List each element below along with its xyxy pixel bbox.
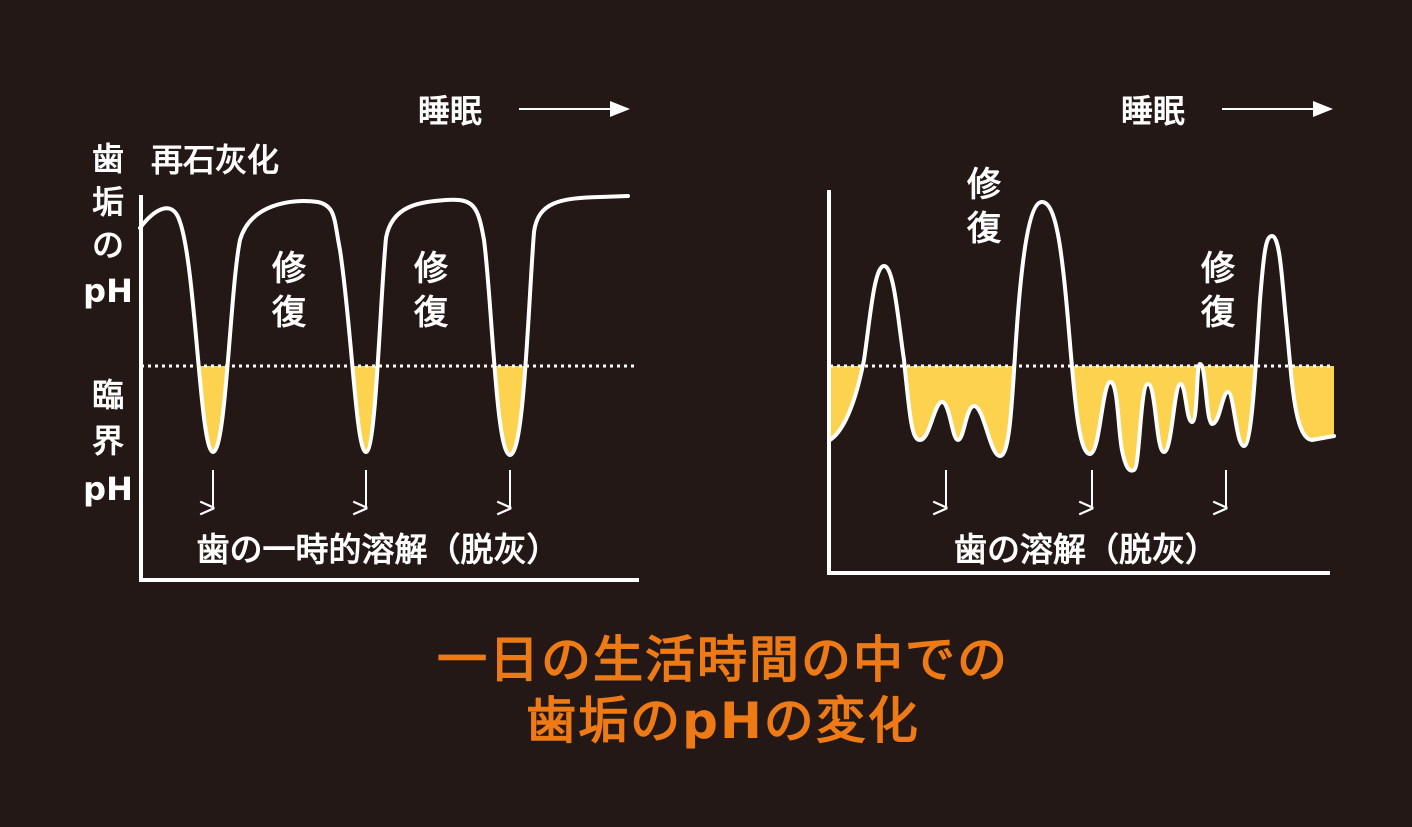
right-repair-label-2-char-1: 修	[1200, 249, 1236, 289]
right-repair-label-2: 修復	[1200, 249, 1236, 333]
critical-ph-char-1: 臨	[92, 376, 124, 414]
left-repair-label-1-char-2: 復	[271, 293, 307, 333]
right-repair-label-1-char-2: 復	[966, 209, 1002, 249]
temporary-dissolution-label: 歯の一時的溶解（脱灰）	[197, 530, 560, 569]
plaque-ph-char-1: 歯	[92, 140, 124, 178]
critical-ph-char-2: 界	[92, 422, 124, 460]
left-sleep-label: 睡眠	[418, 92, 482, 130]
right-ph-curve	[828, 200, 1336, 473]
dissolution-label: 歯の溶解（脱灰）	[954, 530, 1218, 569]
right-dissolution-fill	[830, 366, 1334, 471]
left-axes	[139, 195, 639, 582]
critical-ph-char-3: pH	[83, 470, 133, 508]
left-repair-label-2: 修復	[413, 249, 449, 333]
plaque-ph-char-2: 垢	[92, 183, 124, 221]
title-line-2: 歯垢のpHの変化	[526, 692, 920, 750]
left-repair-label-2-char-1: 修	[413, 249, 449, 289]
left-ph-curve	[138, 194, 630, 457]
left-dissolution-fill	[140, 366, 628, 455]
critical-ph-axis-label: 臨 界 pH	[83, 376, 133, 508]
plaque-ph-char-3: の	[92, 226, 124, 264]
remineralization-label: 再石灰化	[151, 141, 279, 179]
right-axes	[827, 190, 1330, 575]
right-sleep-label: 睡眠	[1121, 92, 1185, 130]
plaque-ph-char-4: pH	[83, 272, 133, 310]
right-repair-label-1-char-1: 修	[966, 165, 1002, 205]
left-repair-label-1-char-1: 修	[271, 249, 307, 289]
left-repair-label-2-char-2: 復	[413, 293, 449, 333]
right-repair-label-1: 修復	[966, 165, 1002, 249]
right-repair-label-2-char-2: 復	[1200, 293, 1236, 333]
plaque-ph-axis-label: 歯 垢 の pH	[83, 140, 133, 310]
title-line-1: 一日の生活時間の中での	[437, 631, 1009, 689]
left-repair-label-1: 修復	[271, 249, 307, 333]
